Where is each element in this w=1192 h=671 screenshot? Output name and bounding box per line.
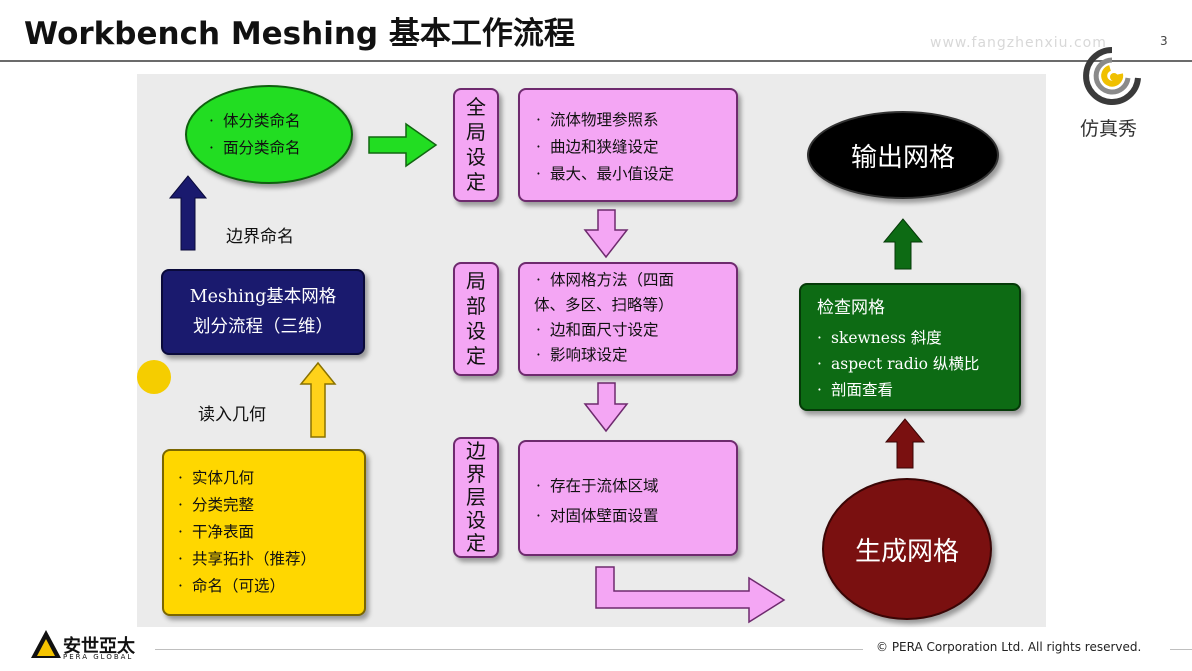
arrow-up-yellow	[299, 361, 337, 438]
logo-chinese-name: 安世亞太	[63, 636, 135, 657]
geometry-item: ·干净表面	[178, 523, 255, 541]
slide-title: Workbench Meshing 基本工作流程	[24, 16, 575, 52]
highlight-dot	[137, 360, 171, 394]
brand-logo-icon	[1080, 44, 1144, 108]
local-item: ·边和面尺寸设定	[536, 321, 659, 339]
inflation-item: ·对固体壁面设置	[536, 507, 659, 525]
global-item: ·曲边和狭缝设定	[536, 138, 659, 156]
footer-divider	[155, 649, 863, 650]
local-item-continued: 体、多区、扫略等）	[534, 296, 674, 314]
check-item: ·剖面查看	[817, 381, 894, 399]
boundary-naming-label: 边界命名	[226, 227, 294, 247]
naming-item: ·面分类命名	[209, 138, 301, 157]
geometry-item: ·分类完整	[178, 496, 255, 514]
geometry-item: ·命名（可选）	[178, 577, 286, 595]
check-mesh-box: 检查网格 ·skewness 斜度 ·aspect radio 纵横比 ·剖面查…	[799, 283, 1021, 411]
geometry-item: ·共享拓扑（推荐）	[178, 550, 317, 568]
generate-mesh-ellipse: 生成网格	[822, 478, 992, 620]
copyright-text: © PERA Corporation Ltd. All rights reser…	[876, 640, 1142, 654]
arrow-up-darkred	[884, 418, 926, 469]
inflation-item: ·存在于流体区域	[536, 477, 659, 495]
watermark-text: www.fangzhenxiu.com	[930, 35, 1107, 51]
meshing-process-box: Meshing基本网格 划分流程（三维）	[161, 269, 365, 355]
arrow-down-pink-2	[583, 382, 629, 433]
output-mesh-ellipse: 输出网格	[807, 111, 999, 199]
arrow-right-pink	[595, 566, 786, 624]
local-item: ·体网格方法（四面	[536, 271, 675, 289]
pera-logo-icon	[30, 628, 62, 660]
title-divider	[0, 60, 1192, 62]
logo-english-name: PERA GLOBAL	[63, 653, 134, 661]
read-geometry-label: 读入几何	[198, 405, 266, 425]
local-item: ·影响球设定	[536, 346, 628, 364]
page-number: 3	[1160, 34, 1168, 48]
check-mesh-title: 检查网格	[817, 298, 885, 318]
global-settings-label: 全局 设定	[453, 88, 499, 202]
global-item: ·流体物理参照系	[536, 111, 659, 129]
naming-item: ·体分类命名	[209, 111, 301, 130]
local-settings-label: 局部 设定	[453, 262, 499, 376]
brand-name: 仿真秀	[1080, 118, 1138, 140]
footer-divider	[1170, 649, 1192, 650]
inflation-settings-label: 边界 层设 定	[453, 437, 499, 558]
arrow-down-pink-1	[583, 209, 629, 259]
generate-mesh-label: 生成网格	[854, 536, 959, 567]
check-item: ·skewness 斜度	[817, 329, 942, 347]
arrow-right-green	[368, 122, 438, 168]
global-item: ·最大、最小值设定	[536, 165, 675, 183]
output-mesh-label: 输出网格	[850, 142, 955, 173]
meshing-box-line: Meshing基本网格	[189, 287, 337, 307]
meshing-box-line: 划分流程（三维）	[193, 317, 333, 337]
geometry-item: ·实体几何	[178, 469, 255, 487]
inflation-settings-box: ·存在于流体区域 ·对固体壁面设置	[518, 440, 738, 556]
arrow-up-green	[882, 218, 924, 270]
global-settings-box: ·流体物理参照系 ·曲边和狭缝设定 ·最大、最小值设定	[518, 88, 738, 202]
local-settings-box: ·体网格方法（四面 体、多区、扫略等） ·边和面尺寸设定 ·影响球设定	[518, 262, 738, 376]
arrow-up-navy	[168, 175, 208, 251]
naming-ellipse: ·体分类命名 ·面分类命名	[185, 85, 353, 184]
check-item: ·aspect radio 纵横比	[817, 355, 980, 373]
geometry-requirements-box: ·实体几何 ·分类完整 ·干净表面 ·共享拓扑（推荐） ·命名（可选）	[162, 449, 366, 616]
